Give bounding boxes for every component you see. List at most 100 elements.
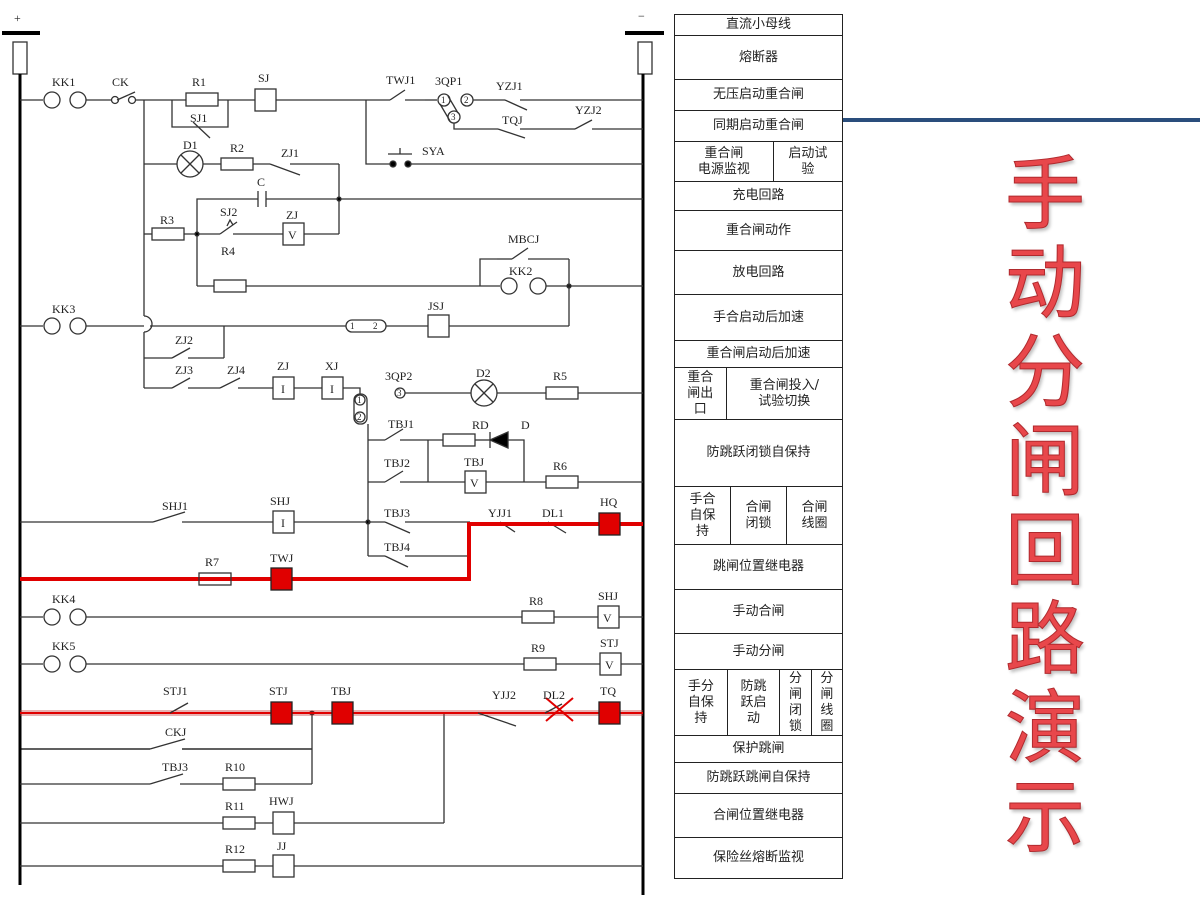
r10-resistor bbox=[222, 777, 256, 791]
rd-resistor bbox=[442, 433, 476, 447]
label-twj: TWJ bbox=[270, 551, 294, 565]
legend-cell: 重合 闸出 口 bbox=[675, 368, 727, 419]
label-r9: R9 bbox=[531, 641, 545, 655]
label-tqj: TQJ bbox=[502, 113, 523, 127]
label-tbj1: TBJ1 bbox=[388, 417, 414, 431]
legend-cell: 分 闸 闭 锁 bbox=[780, 670, 812, 735]
legend-row: 重合闸 电源监视启动试 验 bbox=[675, 142, 842, 182]
legend-row: 合闸位置继电器 bbox=[675, 794, 842, 838]
legend-row: 充电回路 bbox=[675, 182, 842, 211]
legend-cell: 放电回路 bbox=[732, 264, 785, 280]
legend-cell: 重合闸启动后加速 bbox=[706, 346, 811, 361]
label-xj: XJ bbox=[325, 359, 339, 373]
jsj-coil bbox=[427, 314, 450, 338]
legend-cell: 保护跳闸 bbox=[732, 741, 785, 756]
label-d2: D2 bbox=[476, 366, 491, 380]
legend-cell: 同期启动重合闸 bbox=[712, 118, 804, 133]
slide-title-vertical: 手动分闸回路演示 bbox=[990, 148, 1100, 863]
tbj3-contact bbox=[384, 521, 411, 534]
negative-label: − bbox=[638, 9, 645, 23]
r9-resistor bbox=[523, 657, 557, 671]
legend-row: 熔断器 bbox=[675, 36, 842, 80]
label-r11: R11 bbox=[225, 799, 245, 813]
label-kk1: KK1 bbox=[52, 75, 75, 89]
label-stj1: STJ1 bbox=[163, 684, 188, 698]
zj1-contact bbox=[269, 163, 301, 176]
label-r12: R12 bbox=[225, 842, 245, 856]
label-3qp2: 3QP2 bbox=[385, 369, 412, 383]
legend-cell: 保险丝熔断监视 bbox=[712, 850, 804, 865]
yjj2-contact bbox=[477, 712, 517, 727]
legend-row: 手分 自保 持防跳 跃启 动分 闸 闭 锁分 闸 线 圈 bbox=[675, 670, 842, 736]
legend-row: 手合 自保 持合闸 闭锁合闸 线圈 bbox=[675, 487, 842, 545]
title-char: 路 bbox=[1005, 593, 1086, 686]
label-tbj2: TBJ2 bbox=[384, 456, 410, 470]
legend-row: 防跳跃跳闸自保持 bbox=[675, 763, 842, 794]
legend-row: 同期启动重合闸 bbox=[675, 111, 842, 142]
label-stj-v: STJ bbox=[600, 636, 619, 650]
yzj1-contact bbox=[504, 99, 528, 111]
title-char: 回 bbox=[1005, 504, 1086, 597]
label-hwj: HWJ bbox=[269, 794, 294, 808]
label-tq: TQ bbox=[600, 684, 616, 698]
hwj-coil bbox=[272, 811, 295, 835]
legend-cell: 合闸 线圈 bbox=[801, 499, 828, 531]
r11-resistor bbox=[222, 816, 256, 830]
label-zj-v: ZJ bbox=[286, 208, 298, 222]
legend-row: 保护跳闸 bbox=[675, 736, 842, 763]
pin-number: 1 bbox=[357, 395, 362, 405]
title-char: 手 bbox=[1005, 148, 1086, 241]
legend-cell: 合闸 闭锁 bbox=[731, 487, 787, 544]
label-yjj1: YJJ1 bbox=[488, 506, 512, 520]
label-mbcj: MBCJ bbox=[508, 232, 540, 246]
pin-number: 1 bbox=[441, 95, 446, 105]
label-yjj2: YJJ2 bbox=[492, 688, 516, 702]
label-yzj1: YZJ1 bbox=[496, 79, 523, 93]
label-shj-v: SHJ bbox=[598, 589, 618, 603]
coil-letter: V bbox=[470, 476, 479, 490]
label-zj-i: ZJ bbox=[277, 359, 289, 373]
label-sj1: SJ1 bbox=[190, 111, 207, 125]
label-kk3: KK3 bbox=[52, 302, 75, 316]
kk4-contact bbox=[43, 608, 61, 626]
positive-fuse bbox=[12, 41, 28, 75]
label-r6: R6 bbox=[553, 459, 567, 473]
r1-resistor bbox=[185, 92, 219, 107]
positive-label: + bbox=[14, 11, 21, 25]
legend-cell: 合闸位置继电器 bbox=[712, 807, 804, 823]
legend-row: 放电回路 bbox=[675, 251, 842, 295]
yzj2-contact bbox=[574, 119, 593, 130]
legend-row: 手动合闸 bbox=[675, 590, 842, 634]
legend-cell: 防跳 跃启 动 bbox=[728, 670, 781, 735]
tbj3b-contact bbox=[149, 773, 184, 785]
legend-row: 跳闸位置继电器 bbox=[675, 545, 842, 590]
legend-cell: 跳闸位置继电器 bbox=[712, 559, 804, 574]
legend-cell: 手合启动后加速 bbox=[712, 309, 804, 325]
label-tbj-v: TBJ bbox=[464, 455, 484, 469]
legend-cell: 手合 自保 持 bbox=[675, 487, 731, 544]
label-stj: STJ bbox=[269, 684, 288, 698]
label-r2: R2 bbox=[230, 141, 244, 155]
legend-cell: 启动试 验 bbox=[788, 145, 828, 177]
label-d: D bbox=[521, 418, 530, 432]
label-kk5: KK5 bbox=[52, 639, 75, 653]
coil-letter: V bbox=[288, 228, 297, 242]
legend-cell: 重合闸 电源监视 bbox=[675, 142, 774, 181]
3qp2-link bbox=[353, 393, 368, 425]
legend-row: 直流小母线 bbox=[675, 15, 842, 36]
label-r4: R4 bbox=[221, 244, 235, 258]
label-dl1: DL1 bbox=[542, 506, 564, 520]
negative-fuse bbox=[637, 41, 653, 75]
label-sj2: SJ2 bbox=[220, 205, 237, 219]
tbj2-contact bbox=[384, 470, 404, 483]
label-shj1: SHJ1 bbox=[162, 499, 188, 513]
label-r7: R7 bbox=[205, 555, 219, 569]
kk3-contact bbox=[43, 317, 61, 335]
legend-cell: 防跳跃跳闸自保持 bbox=[706, 770, 811, 785]
label-r5: R5 bbox=[553, 369, 567, 383]
legend-cell: 充电回路 bbox=[732, 188, 785, 203]
twj1-contact bbox=[389, 89, 406, 101]
legend-row: 保险丝熔断监视 bbox=[675, 838, 842, 878]
label-d1: D1 bbox=[183, 138, 198, 152]
sj-coil bbox=[254, 88, 277, 112]
